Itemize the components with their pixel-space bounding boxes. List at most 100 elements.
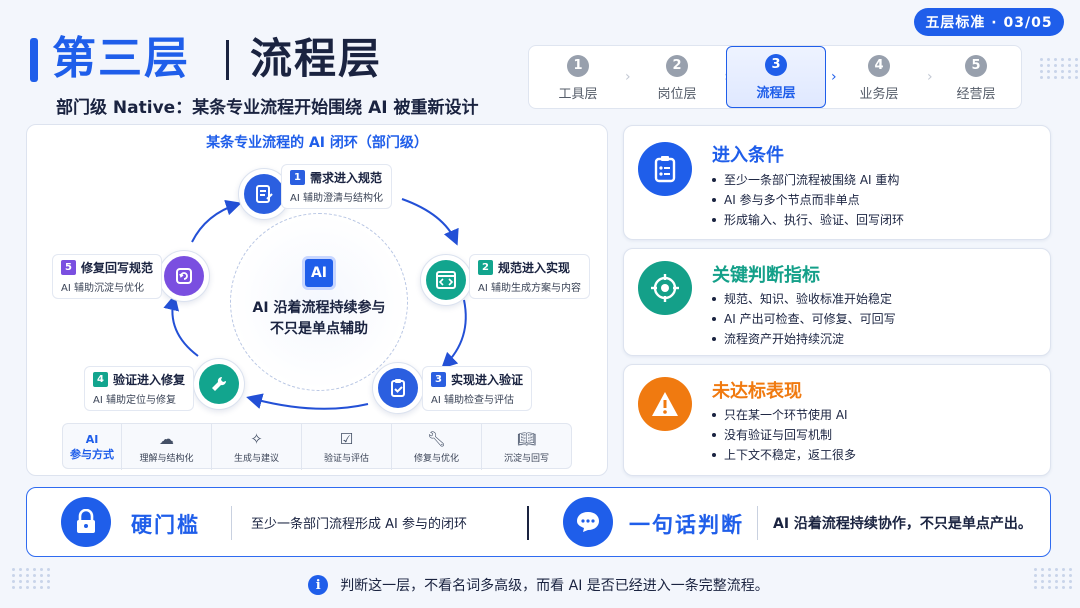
target-icon (638, 261, 692, 315)
node-number: 1 (290, 170, 305, 185)
step-label: 岗位层 (657, 86, 697, 102)
threshold-title: 硬门槛 (131, 513, 200, 537)
mode-label: 理解与结构化 (139, 454, 194, 464)
chevron-right-icon: › (927, 69, 933, 85)
loop-node-4 (193, 358, 245, 410)
loop-center-text: AI 沿着流程持续参与 不只是单点辅助 (230, 298, 408, 340)
mode-label: 修复与优化 (413, 454, 459, 464)
summary-banner: 硬门槛 至少一条部门流程形成 AI 参与的闭环 一句话判断 AI 沿着流程持续协… (26, 487, 1051, 557)
node-number: 4 (93, 372, 108, 387)
warning-icon (638, 377, 692, 431)
step-number: 4 (868, 54, 890, 77)
node-title: 规范进入实现 (498, 261, 571, 275)
chat-bubble-icon (563, 497, 613, 547)
page-title-main: 第三层 (52, 33, 190, 84)
arrow-2-3 (441, 299, 467, 369)
clipboard-check-icon (378, 368, 418, 408)
step-number: 2 (666, 54, 688, 77)
node-desc: AI 辅助生成方案与内容 (478, 283, 581, 294)
node-desc: AI 辅助检查与评估 (431, 395, 514, 406)
loop-node-5 (158, 250, 210, 302)
arrow-4-5 (163, 294, 199, 357)
refresh-icon (164, 256, 204, 296)
verdict-text: AI 沿着流程持续协作，不只是单点产出。 (773, 516, 1032, 532)
node-title: 需求进入规范 (310, 171, 383, 185)
card-title: 未达标表现 (712, 381, 802, 402)
card-list: 规范、知识、验收标准开始稳定 AI 产出可检查、可修复、可回写 流程资产开始持续… (712, 289, 896, 349)
info-icon: i (308, 575, 329, 595)
mode-item-generate: ✧ 生成与建议 (211, 424, 301, 470)
node-title: 修复回写规范 (81, 261, 154, 275)
center-text-line-2: 不只是单点辅助 (270, 321, 368, 337)
loop-arrows (163, 198, 467, 410)
modes-heading: AI 参与方式 (63, 424, 121, 470)
decor-dots-bottom-right (1034, 568, 1073, 589)
ai-participation-modes: AI 参与方式 ☁ 理解与结构化 ✧ 生成与建议 ☑ 验证与评估 🔧︎ 修复与优… (62, 423, 572, 470)
node-desc: AI 辅助定位与修复 (93, 395, 176, 406)
list-item: 没有验证与回写机制 (712, 425, 856, 445)
card-list: 只在某一个环节使用 AI 没有验证与回写机制 上下文不稳定，返工很多 (712, 405, 856, 465)
card-title: 进入条件 (712, 145, 784, 166)
document-edit-icon (244, 174, 284, 214)
list-item: AI 产出可检查、可修复、可回写 (712, 309, 896, 329)
card-failure-signs: 未达标表现 只在某一个环节使用 AI 没有验证与回写机制 上下文不稳定，返工很多 (623, 364, 1051, 476)
step-number: 5 (965, 54, 987, 77)
node-title: 实现进入验证 (451, 373, 524, 387)
list-item: 只在某一个环节使用 AI (712, 405, 856, 425)
center-text-line-1: AI 沿着流程持续参与 (252, 300, 386, 316)
step-operation-layer[interactable]: 5 经营层 (927, 46, 1025, 110)
chevron-right-icon: › (831, 69, 837, 85)
modes-heading-line-1: AI (85, 433, 99, 446)
verdict-title: 一句话判断 (629, 513, 744, 537)
card-title: 关键判断指标 (712, 265, 820, 286)
loop-node-3 (372, 362, 424, 414)
footnote: i 判断这一层，不看名词多高级，而看 AI 是否已经进入一条完整流程。 (26, 572, 1051, 598)
mode-item-writeback: 📖︎ 沉淀与回写 (481, 424, 571, 470)
mode-label: 沉淀与回写 (503, 454, 549, 464)
loop-center-circle (230, 213, 408, 391)
page-title-sub: 流程层 (250, 34, 383, 83)
wrench-icon: 🔧︎ (426, 430, 447, 448)
book-icon: 📖︎ (516, 430, 537, 448)
chevron-right-icon: › (625, 69, 631, 85)
lock-icon (61, 497, 111, 547)
wrench-icon (199, 364, 239, 404)
step-tool-layer[interactable]: 1 工具层 (529, 46, 627, 110)
title-accent-bar (30, 38, 38, 82)
step-label: 经营层 (956, 86, 996, 102)
step-role-layer[interactable]: 2 岗位层 (628, 46, 726, 110)
layer-steps: 1 工具层 › 2 岗位层 › 3 流程层 › 4 业务层 › 5 经营层 (528, 45, 1022, 109)
card-entry-conditions: 进入条件 至少一条部门流程被围绕 AI 重构 AI 参与多个节点而非单点 形成输… (623, 125, 1051, 240)
sparkle-icon: ✧ (250, 430, 263, 448)
arrow-3-4 (246, 393, 369, 410)
clipboard-list-icon (638, 142, 692, 196)
step-label: 工具层 (558, 86, 598, 102)
ai-chip-icon: AI (302, 256, 336, 290)
list-item: 至少一条部门流程被围绕 AI 重构 (712, 170, 904, 190)
checklist-icon: ☑ (339, 430, 354, 448)
threshold-text: 至少一条部门流程形成 AI 参与的闭环 (251, 517, 467, 532)
banner-separator (231, 506, 232, 540)
step-label: 业务层 (859, 86, 899, 102)
step-process-layer[interactable]: 3 流程层 (726, 46, 826, 108)
loop-label-3: 3 实现进入验证 AI 辅助检查与评估 (422, 366, 533, 411)
mode-item-repair: 🔧︎ 修复与优化 (391, 424, 481, 470)
modes-heading-line-2: 参与方式 (70, 448, 114, 461)
node-number: 2 (478, 260, 493, 275)
page-badge: 五层标准 · 03/05 (914, 8, 1064, 36)
list-item: 上下文不稳定，返工很多 (712, 445, 856, 465)
decor-dots-bottom-left (12, 568, 51, 589)
node-desc: AI 辅助沉淀与优化 (61, 283, 144, 294)
node-number: 3 (431, 372, 446, 387)
footnote-text: 判断这一层，不看名词多高级，而看 AI 是否已经进入一条完整流程。 (340, 578, 769, 594)
loop-node-2 (420, 254, 472, 306)
step-business-layer[interactable]: 4 业务层 (830, 46, 928, 110)
title-separator (226, 40, 229, 80)
loop-title: 某条专业流程的 AI 闭环（部门级） (206, 135, 428, 151)
arrow-1-2 (401, 198, 459, 246)
card-list: 至少一条部门流程被围绕 AI 重构 AI 参与多个节点而非单点 形成输入、执行、… (712, 170, 904, 230)
mode-item-understand: ☁ 理解与结构化 (121, 424, 211, 470)
list-item: 流程资产开始持续沉淀 (712, 329, 896, 349)
mode-label: 验证与评估 (323, 454, 369, 464)
